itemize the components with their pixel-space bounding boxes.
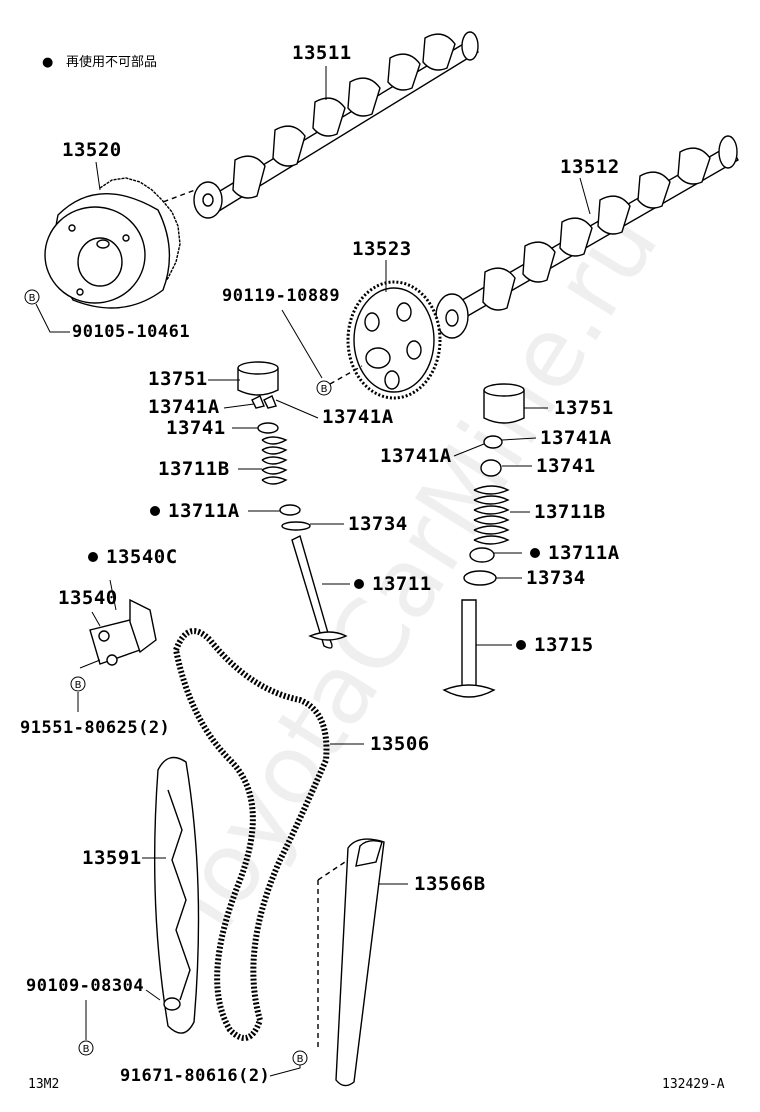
part-label-13741a-right-1: 13741A [540, 427, 612, 449]
part-label-90105-10461: 90105-10461 [72, 322, 191, 342]
part-label-13711b-right: 13711B [534, 501, 606, 523]
bolt-marker-90109: B [78, 1040, 94, 1056]
part-label-13741a-right-2: 13741A [380, 445, 452, 467]
footer-code-right: 132429-A [662, 1077, 725, 1092]
bolt-marker-90119: B [316, 380, 332, 396]
svg-text:B: B [83, 1044, 90, 1055]
reuse-marker-13711a-left [150, 506, 160, 516]
part-label-13523: 13523 [352, 238, 412, 260]
part-label-13734-right: 13734 [526, 567, 586, 589]
reuse-marker-13711 [354, 579, 364, 589]
part-label-13751-right: 13751 [554, 397, 614, 419]
svg-text:B: B [75, 680, 82, 691]
part-label-13741-right: 13741 [536, 455, 596, 477]
part-label-13566b: 13566B [414, 873, 486, 895]
part-label-13512: 13512 [560, 156, 620, 178]
part-label-13741a-left-1: 13741A [148, 396, 220, 418]
part-label-91671-80616: 91671-80616(2) [120, 1066, 271, 1086]
svg-text:B: B [321, 384, 328, 395]
part-label-91551-80625: 91551-80625(2) [20, 718, 171, 738]
vvt-gear-13520 [44, 177, 181, 309]
part-label-90109-08304: 90109-08304 [26, 976, 145, 996]
part-label-13734-left: 13734 [348, 513, 408, 535]
valve-assembly-right [442, 383, 525, 698]
reuse-marker-13711a-right [530, 548, 540, 558]
legend-text: 再使用不可部品 [66, 55, 158, 70]
chain-damper-13566b [335, 838, 385, 1087]
part-label-13751-left: 13751 [148, 368, 208, 390]
chain-guide-13591 [153, 756, 200, 1034]
legend-marker: ● [42, 55, 54, 70]
bolt-marker-91551: B [70, 676, 86, 692]
reuse-marker-13715 [516, 640, 526, 650]
part-label-13711: 13711 [372, 573, 432, 595]
part-label-13506: 13506 [370, 733, 430, 755]
valve-assembly-left [237, 361, 348, 649]
timing-chain-13506 [172, 628, 330, 1041]
tensioner-13540 [89, 598, 157, 666]
part-label-13741a-left-2: 13741A [322, 406, 394, 428]
part-label-13711a-right: 13711A [548, 542, 620, 564]
part-label-13511: 13511 [292, 42, 352, 64]
footer-code-left: 13M2 [28, 1077, 60, 1092]
part-label-13711a-left: 13711A [168, 500, 240, 522]
part-label-13520: 13520 [62, 139, 122, 161]
sprocket-13523 [346, 280, 442, 400]
camshaft-13511 [193, 31, 479, 219]
bolt-markers: B B B B B [24, 289, 332, 1066]
bolt-marker-91671: B [292, 1050, 308, 1066]
svg-text:B: B [297, 1054, 304, 1065]
part-label-13741-left: 13741 [166, 417, 226, 439]
part-label-13591: 13591 [82, 847, 142, 869]
part-label-13711b-left: 13711B [158, 458, 230, 480]
part-label-13540c: 13540C [106, 546, 178, 568]
camshaft-13512 [435, 135, 739, 339]
part-label-13540: 13540 [58, 587, 118, 609]
svg-text:B: B [29, 293, 36, 304]
part-label-90119-10889: 90119-10889 [222, 286, 341, 306]
bolt-marker-90105: B [24, 289, 40, 305]
part-label-13715: 13715 [534, 634, 594, 656]
reuse-marker-13540c [88, 552, 98, 562]
